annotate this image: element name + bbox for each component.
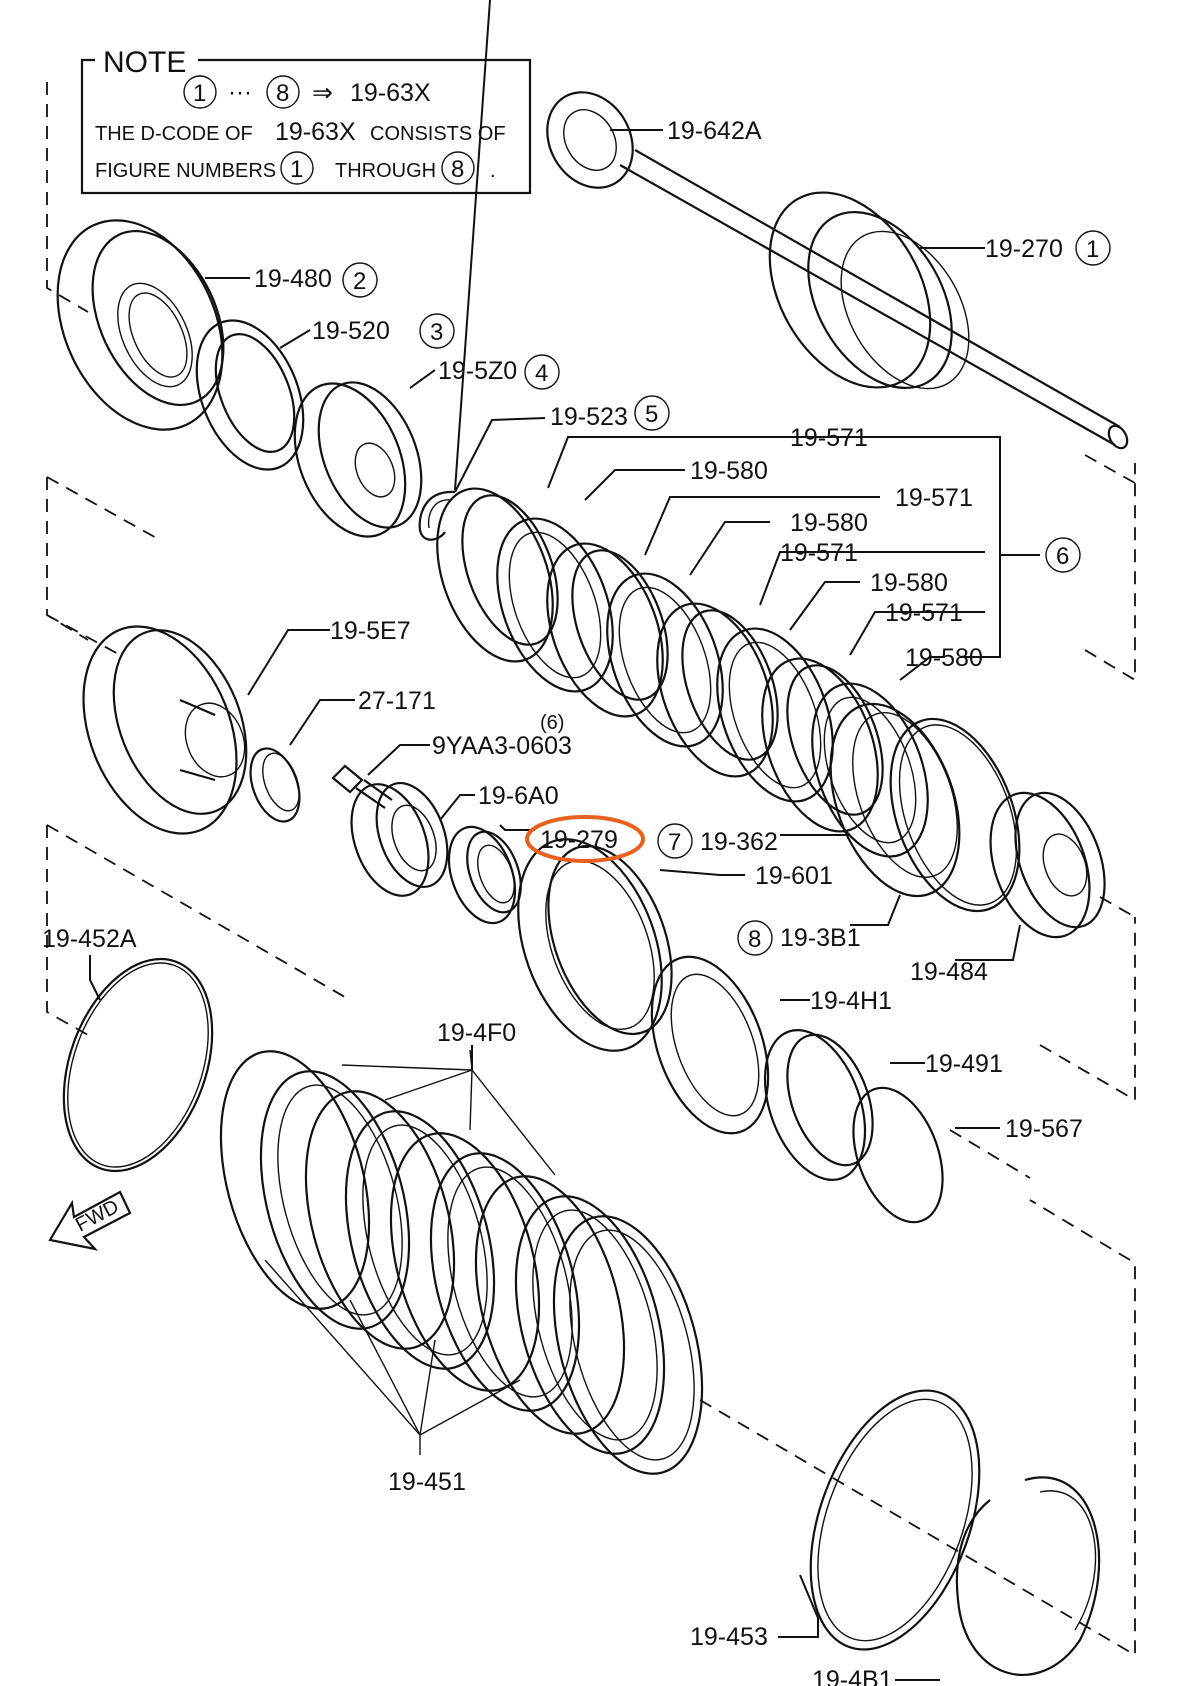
snap-ring-19-567 bbox=[852, 1086, 944, 1224]
highlight-circle bbox=[525, 815, 645, 863]
label-19-523-number: 5 bbox=[645, 401, 658, 428]
snap-ring-19-3B1 bbox=[889, 717, 1021, 913]
label-19-580-d: 19-580 bbox=[905, 644, 983, 672]
label-9YAA3-0603: 9YAA3-0603 bbox=[432, 732, 572, 760]
spring-19-4H1 bbox=[650, 955, 770, 1135]
note-line2-code: 19-63X bbox=[275, 118, 356, 146]
output-shaft-19-270 bbox=[546, 91, 1129, 450]
label-19-362: 19-362 bbox=[700, 828, 778, 856]
label-19-571-d: 19-571 bbox=[885, 599, 963, 627]
label-19-5Z0: 19-5Z0 bbox=[438, 357, 517, 385]
label-19-3B1-number: 8 bbox=[748, 926, 761, 953]
label-19-580-c: 19-580 bbox=[870, 569, 948, 597]
note-title: NOTE bbox=[103, 46, 186, 79]
label-19-571-c: 19-571 bbox=[780, 539, 858, 567]
center-lines bbox=[46, 82, 1136, 1657]
label-19-601: 19-601 bbox=[755, 862, 833, 890]
piston-19-601 bbox=[517, 838, 673, 1052]
label-9YAA3-qty: (6) bbox=[540, 712, 564, 734]
note-code-1: 19-63X bbox=[350, 79, 431, 107]
label-19-270: 19-270 bbox=[985, 235, 1063, 263]
label-19-580-b: 19-580 bbox=[790, 509, 868, 537]
label-19-453: 19-453 bbox=[690, 1623, 768, 1651]
spring-19-5Z0 bbox=[293, 381, 423, 538]
label-19-480-number: 2 bbox=[353, 268, 366, 295]
label-19-520-number: 3 bbox=[430, 319, 443, 346]
piston-19-480 bbox=[56, 219, 225, 431]
label-19-4F0: 19-4F0 bbox=[437, 1019, 516, 1047]
leader-lines bbox=[89, 0, 1040, 1681]
drum-19-484 bbox=[989, 791, 1106, 939]
gear-19-5E7 bbox=[82, 625, 248, 835]
label-19-452A: 19-452A bbox=[42, 925, 137, 953]
note-circle-8: 8 bbox=[276, 80, 289, 107]
label-19-279: 19-279 bbox=[540, 826, 618, 854]
note-line2-tail: CONSISTS OF bbox=[370, 123, 506, 145]
retainer-19-491 bbox=[763, 1029, 874, 1181]
label-19-480: 19-480 bbox=[254, 265, 332, 293]
label-19-571-a: 19-571 bbox=[790, 424, 868, 452]
support-19-6A0 bbox=[350, 781, 449, 897]
note-circle-1: 1 bbox=[193, 80, 206, 107]
clutch-pack-group-6 bbox=[436, 487, 929, 858]
clutch-pack-19-4F0-19-451 bbox=[219, 1049, 704, 1475]
label-27-171: 27-171 bbox=[358, 687, 436, 715]
label-19-520: 19-520 bbox=[312, 317, 390, 345]
label-19-4B1: 19-4B1 bbox=[812, 1666, 893, 1686]
label-19-580-a: 19-580 bbox=[690, 457, 768, 485]
label-19-5E7: 19-5E7 bbox=[330, 617, 411, 645]
note-line2-text: THE D-CODE OF bbox=[95, 123, 253, 145]
note-line3-text: FIGURE NUMBERS bbox=[95, 160, 276, 182]
label-19-362-number: 7 bbox=[668, 829, 681, 856]
seal-19-520 bbox=[195, 319, 305, 471]
label-19-491: 19-491 bbox=[925, 1050, 1003, 1078]
seal-ring-19-452A bbox=[62, 957, 214, 1173]
label-19-6A0: 19-6A0 bbox=[478, 782, 559, 810]
label-19-523: 19-523 bbox=[550, 403, 628, 431]
bolt-9YAA3-0603 bbox=[331, 764, 393, 809]
label-19-567: 19-567 bbox=[1005, 1115, 1083, 1143]
label-group-6-number: 6 bbox=[1056, 543, 1069, 570]
fwd-arrow: FWD bbox=[48, 1190, 132, 1251]
label-19-451: 19-451 bbox=[388, 1468, 466, 1496]
note-line3-circle-1: 1 bbox=[290, 156, 303, 183]
bushing-27-171 bbox=[249, 747, 301, 823]
snap-ring-19-4B1 bbox=[955, 1476, 1101, 1676]
band-19-453 bbox=[809, 1389, 981, 1651]
bearing-19-279 bbox=[447, 825, 522, 925]
label-19-642A: 19-642A bbox=[667, 117, 762, 145]
label-19-484: 19-484 bbox=[910, 958, 988, 986]
label-19-4H1: 19-4H1 bbox=[810, 987, 892, 1015]
note-line3-mid: THROUGH bbox=[335, 160, 436, 182]
note-arrow: ⇒ bbox=[312, 79, 333, 107]
note-dots: ··· bbox=[228, 79, 252, 106]
label-19-571-b: 19-571 bbox=[895, 484, 973, 512]
note-line3-circle-8: 8 bbox=[451, 156, 464, 183]
note-box: NOTE 1 ··· 8 ⇒ 19-63X THE D-CODE OF 19-6… bbox=[80, 46, 532, 195]
label-19-270-number: 1 bbox=[1086, 236, 1099, 263]
part-labels: 19-642A 19-270 1 19-480 2 19-520 3 19-5Z… bbox=[42, 117, 1111, 1686]
label-19-3B1: 19-3B1 bbox=[780, 924, 861, 952]
note-line3-end: . bbox=[490, 160, 496, 182]
label-19-5Z0-number: 4 bbox=[535, 360, 548, 387]
plate-19-362 bbox=[829, 702, 961, 898]
